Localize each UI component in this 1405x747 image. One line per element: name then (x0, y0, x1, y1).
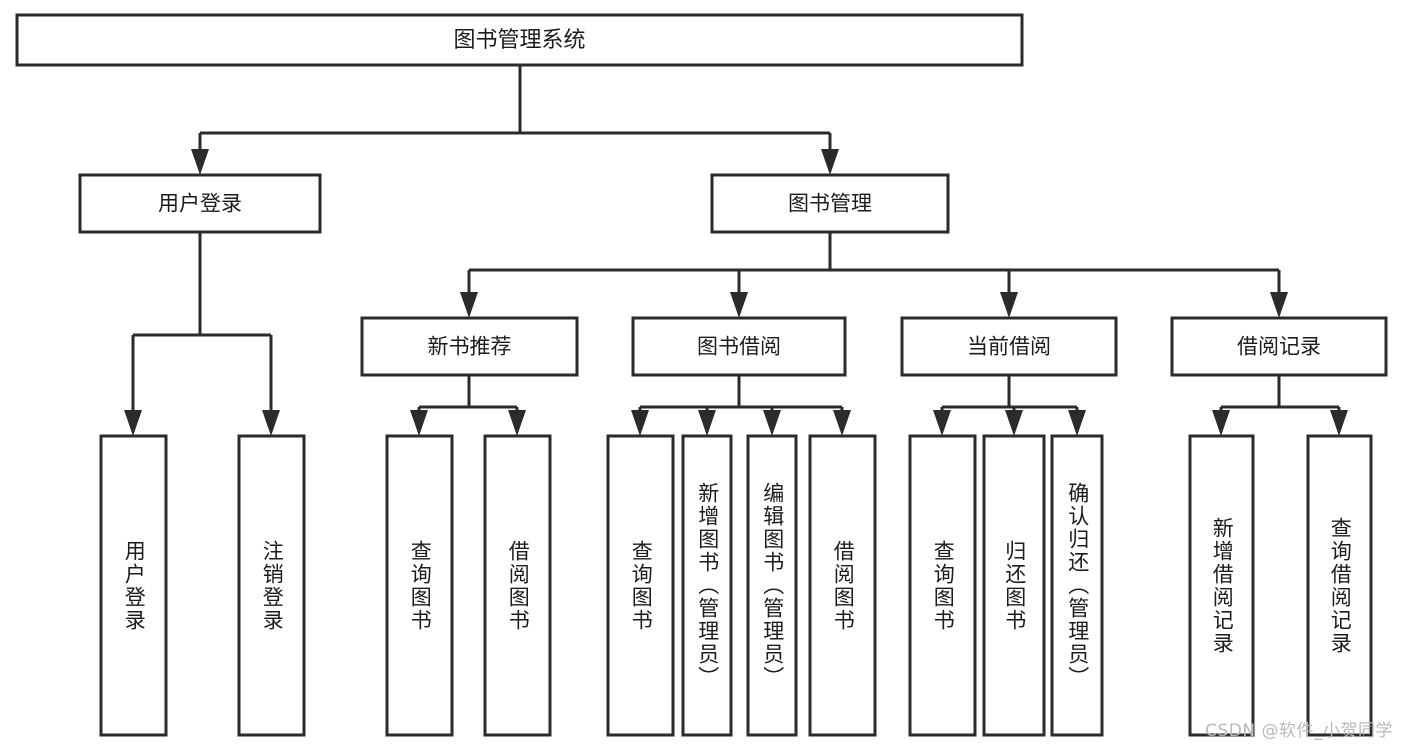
level3-node-book-borrow[interactable] (631, 316, 847, 377)
level3-0-to-leaves-arrow-0 (410, 410, 428, 436)
leaf-node-box[interactable] (746, 434, 798, 737)
level3-1-to-leaves-arrow-0 (631, 410, 649, 436)
level3-3-to-leaves-arrow-0 (1212, 410, 1230, 436)
leaf-node-leaf-query-book-1[interactable] (385, 434, 454, 737)
leaf-node-leaf-logout-login[interactable] (237, 434, 306, 737)
leaf-node-box[interactable] (1188, 434, 1255, 737)
root-node-root[interactable] (15, 13, 1024, 67)
level2-node-box[interactable] (710, 173, 950, 234)
leaf-node-leaf-add-book-admin[interactable] (681, 434, 733, 737)
boxes-layer (15, 13, 1388, 737)
leaf-node-box[interactable] (908, 434, 977, 737)
leaf-node-box[interactable] (237, 434, 306, 737)
leaf-node-leaf-user-login[interactable] (99, 434, 168, 737)
level2-node-book-manage[interactable] (710, 173, 950, 234)
userlogin-to-leaves-arrow-0 (124, 410, 142, 436)
leaf-node-box[interactable] (483, 434, 552, 737)
root-to-level2-arrow-1 (821, 149, 839, 175)
level2-node-box[interactable] (78, 173, 322, 234)
leaf-node-leaf-query-book-3[interactable] (908, 434, 977, 737)
leaf-node-leaf-confirm-return-admin[interactable] (1050, 434, 1104, 737)
leaf-node-box[interactable] (681, 434, 733, 737)
leaf-node-leaf-query-borrow-record[interactable] (1306, 434, 1373, 737)
bookmanage-to-level3-arrow-3 (1270, 292, 1288, 318)
level3-node-book-borrow-label: 图书借阅 (697, 335, 781, 359)
leaf-node-leaf-borrow-book-2[interactable] (808, 434, 877, 737)
watermark-text: CSDN @软件_小贺同学 (1205, 721, 1393, 741)
leaf-node-box[interactable] (385, 434, 454, 737)
leaf-node-box[interactable] (99, 434, 168, 737)
root-node-box[interactable] (15, 13, 1024, 67)
leaf-node-leaf-return-book[interactable] (982, 434, 1046, 737)
level2-node-book-manage-label: 图书管理 (788, 192, 872, 216)
level3-node-current-borrow-label: 当前借阅 (967, 335, 1051, 359)
level3-node-box[interactable] (1170, 316, 1388, 377)
userlogin-to-leaves-arrow-1 (262, 410, 280, 436)
level3-1-to-leaves-arrow-3 (833, 410, 851, 436)
root-to-level2-arrow-0 (191, 149, 209, 175)
leaf-node-box[interactable] (1050, 434, 1104, 737)
level3-node-box[interactable] (631, 316, 847, 377)
level3-node-new-book-recommend[interactable] (360, 316, 579, 377)
level3-node-borrow-record-label: 借阅记录 (1237, 335, 1321, 359)
level3-node-borrow-record[interactable] (1170, 316, 1388, 377)
level3-2-to-leaves-arrow-1 (1005, 410, 1023, 436)
level3-1-to-leaves-arrow-2 (763, 410, 781, 436)
leaf-node-leaf-edit-book-admin[interactable] (746, 434, 798, 737)
level3-node-new-book-recommend-label: 新书推荐 (428, 335, 512, 359)
leaf-node-leaf-add-borrow-record[interactable] (1188, 434, 1255, 737)
level3-1-to-leaves-arrow-1 (698, 410, 716, 436)
level3-2-to-leaves-arrow-0 (933, 410, 951, 436)
level3-3-to-leaves-arrow-1 (1330, 410, 1348, 436)
level2-node-user-login[interactable] (78, 173, 322, 234)
bookmanage-to-level3-arrow-2 (1000, 292, 1018, 318)
level3-node-current-borrow[interactable] (900, 316, 1118, 377)
level3-node-box[interactable] (900, 316, 1118, 377)
leaf-node-box[interactable] (982, 434, 1046, 737)
leaf-node-box[interactable] (808, 434, 877, 737)
level3-node-box[interactable] (360, 316, 579, 377)
bookmanage-to-level3-arrow-1 (730, 292, 748, 318)
leaf-node-leaf-query-book-2[interactable] (606, 434, 675, 737)
edges-layer (124, 65, 1348, 436)
root-node-label: 图书管理系统 (453, 28, 585, 53)
level3-2-to-leaves-arrow-2 (1068, 410, 1086, 436)
leaf-node-leaf-borrow-book-1[interactable] (483, 434, 552, 737)
level2-node-user-login-label: 用户登录 (158, 192, 242, 216)
leaf-node-box[interactable] (1306, 434, 1373, 737)
level3-0-to-leaves-arrow-1 (508, 410, 526, 436)
leaf-node-box[interactable] (606, 434, 675, 737)
bookmanage-to-level3-arrow-0 (460, 292, 478, 318)
